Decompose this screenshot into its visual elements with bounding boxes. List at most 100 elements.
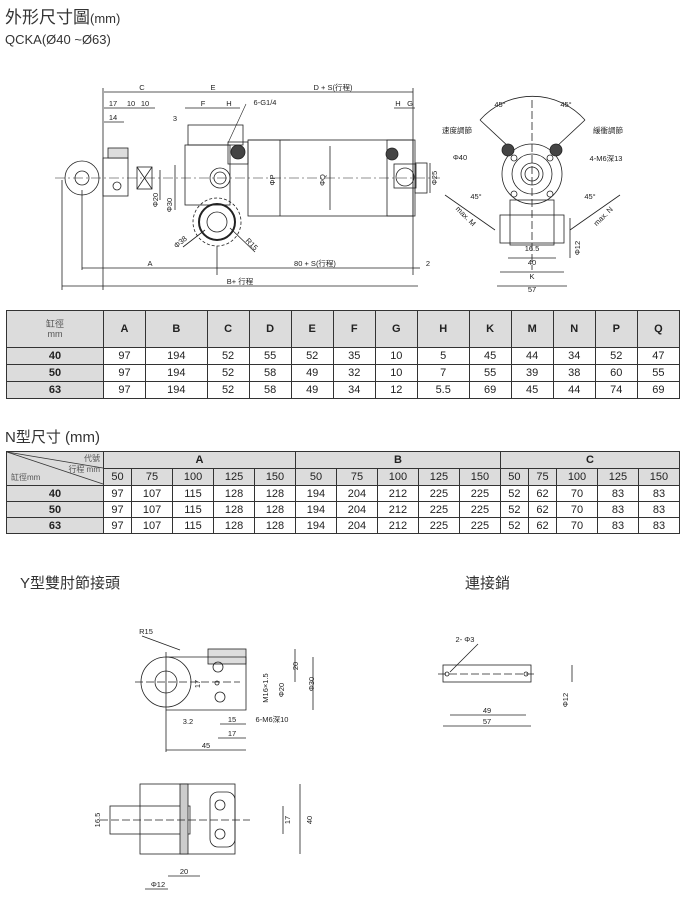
- bore-label: 缸徑: [45, 319, 64, 329]
- dim-phi25: Φ25: [430, 171, 439, 185]
- value-cell: 212: [376, 517, 419, 534]
- value-cell: 62: [527, 501, 558, 518]
- model-range: QCKA(Ø40 ~Ø63): [5, 32, 111, 47]
- angle-45-d: 45°: [584, 192, 595, 201]
- angle-45-b: 45°: [560, 100, 571, 109]
- value-cell: 58: [248, 381, 292, 399]
- col-header: P: [594, 310, 638, 348]
- dim-phi40: Φ40: [453, 153, 467, 162]
- dim-40: 40: [528, 258, 536, 267]
- stroke-header: 125: [213, 468, 255, 486]
- value-cell: 69: [636, 381, 681, 399]
- dim-16-5: 16.5: [525, 244, 540, 253]
- value-cell: 128: [213, 517, 255, 534]
- y-dim-17v: 17: [193, 680, 202, 688]
- dim-F: F: [201, 99, 206, 108]
- dim-A: A: [147, 259, 152, 268]
- value-cell: 225: [417, 517, 460, 534]
- value-cell: 5.5: [416, 381, 470, 399]
- n-type-title: N型尺寸 (mm): [5, 429, 100, 446]
- corner-stroke-label: 行程 mm: [68, 465, 100, 474]
- y-dim-15: 15: [228, 715, 236, 724]
- value-cell: 225: [458, 501, 501, 518]
- y-thread-m16: M16×1.5: [261, 673, 270, 702]
- stroke-header: 75: [527, 468, 558, 486]
- value-cell: 225: [458, 517, 501, 534]
- value-cell: 12: [374, 381, 418, 399]
- n-table-group-row: 代號 行程 mm 缸徑mm A B C: [6, 451, 681, 486]
- bore-cell: 50: [6, 501, 104, 518]
- dim-phi12: Φ12: [573, 241, 582, 255]
- y-dim-20: 20: [291, 662, 300, 670]
- pin-dim-57: 57: [483, 717, 491, 726]
- stroke-header: 50: [499, 468, 529, 486]
- col-header: B: [145, 310, 208, 348]
- y-thread-m6: 6-M6深10: [256, 715, 289, 724]
- stroke-header: 50: [294, 468, 337, 486]
- dim-57: 57: [528, 285, 536, 294]
- dim-G: G: [407, 99, 413, 108]
- bore-cell: 63: [6, 381, 104, 399]
- value-cell: 128: [213, 501, 255, 518]
- value-cell: 194: [145, 381, 208, 399]
- value-cell: 128: [213, 485, 255, 502]
- cylinder-side-drawing: C E D + S(行程) 17 10 10 14 3 F H 6-G1/4 H…: [55, 82, 440, 290]
- value-cell: 97: [102, 517, 133, 534]
- value-cell: 204: [335, 517, 378, 534]
- stroke-header: 150: [637, 468, 681, 486]
- end-view-drawing: 45° 45° 速度調節 緩衝調節 Φ40 4-M6深13 45° 45° ma…: [442, 95, 623, 294]
- group-header-B: B: [294, 451, 501, 469]
- pin-title: 連接銷: [465, 575, 511, 592]
- value-cell: 115: [172, 517, 215, 534]
- col-header: F: [332, 310, 376, 348]
- dim-phiQ: ΦQ: [318, 174, 327, 186]
- dim-H-rear: H: [395, 99, 400, 108]
- col-header: G: [374, 310, 418, 348]
- col-header: K: [468, 310, 512, 348]
- value-cell: 83: [596, 517, 639, 534]
- y-dim-20b: 20: [180, 867, 188, 876]
- bore-cell: 40: [6, 485, 104, 502]
- dim-14: 14: [109, 113, 117, 122]
- dim-phi30: Φ30: [165, 198, 174, 212]
- value-cell: 49: [290, 364, 334, 382]
- y-dim-R15: R15: [139, 627, 153, 636]
- stroke-header: 150: [458, 468, 501, 486]
- dim-D-S: D + S(行程): [314, 82, 353, 92]
- value-cell: 107: [131, 485, 174, 502]
- title-text: 外形尺寸圖: [5, 8, 90, 27]
- value-cell: 74: [594, 381, 638, 399]
- value-cell: 52: [206, 381, 250, 399]
- value-cell: 212: [376, 501, 419, 518]
- col-header: E: [290, 310, 334, 348]
- n-corner-cell: 代號 行程 mm 缸徑mm: [6, 451, 104, 486]
- dim-2: 2: [426, 259, 430, 268]
- stroke-header: 100: [556, 468, 598, 486]
- dim-E: E: [210, 83, 215, 92]
- pin-dim-phi12: Φ12: [561, 693, 570, 707]
- value-cell: 62: [527, 485, 558, 502]
- value-cell: 97: [102, 501, 133, 518]
- dim-B: B+ 行程: [227, 276, 254, 286]
- dim-phiP: ΦP: [268, 175, 277, 186]
- group-header-C: C: [499, 451, 681, 469]
- y-dim-phi12: Φ12: [151, 880, 165, 889]
- y-joint-title: Y型雙肘節接頭: [20, 575, 121, 592]
- y-dim-45: 45: [202, 741, 210, 750]
- pin-dim-49: 49: [483, 706, 491, 715]
- value-cell: 34: [332, 381, 376, 399]
- dim-80S: 80 + S(行程): [294, 258, 336, 268]
- dim-10a: 10: [127, 99, 135, 108]
- title-unit: (mm): [90, 11, 121, 26]
- cushion-adjust-label: 緩衝調節: [593, 125, 623, 135]
- col-header: M: [510, 310, 554, 348]
- stroke-header: 100: [172, 468, 215, 486]
- value-cell: 60: [594, 364, 638, 382]
- stroke-header: 75: [131, 468, 174, 486]
- value-cell: 38: [552, 364, 596, 382]
- bore-unit: mm: [47, 329, 63, 339]
